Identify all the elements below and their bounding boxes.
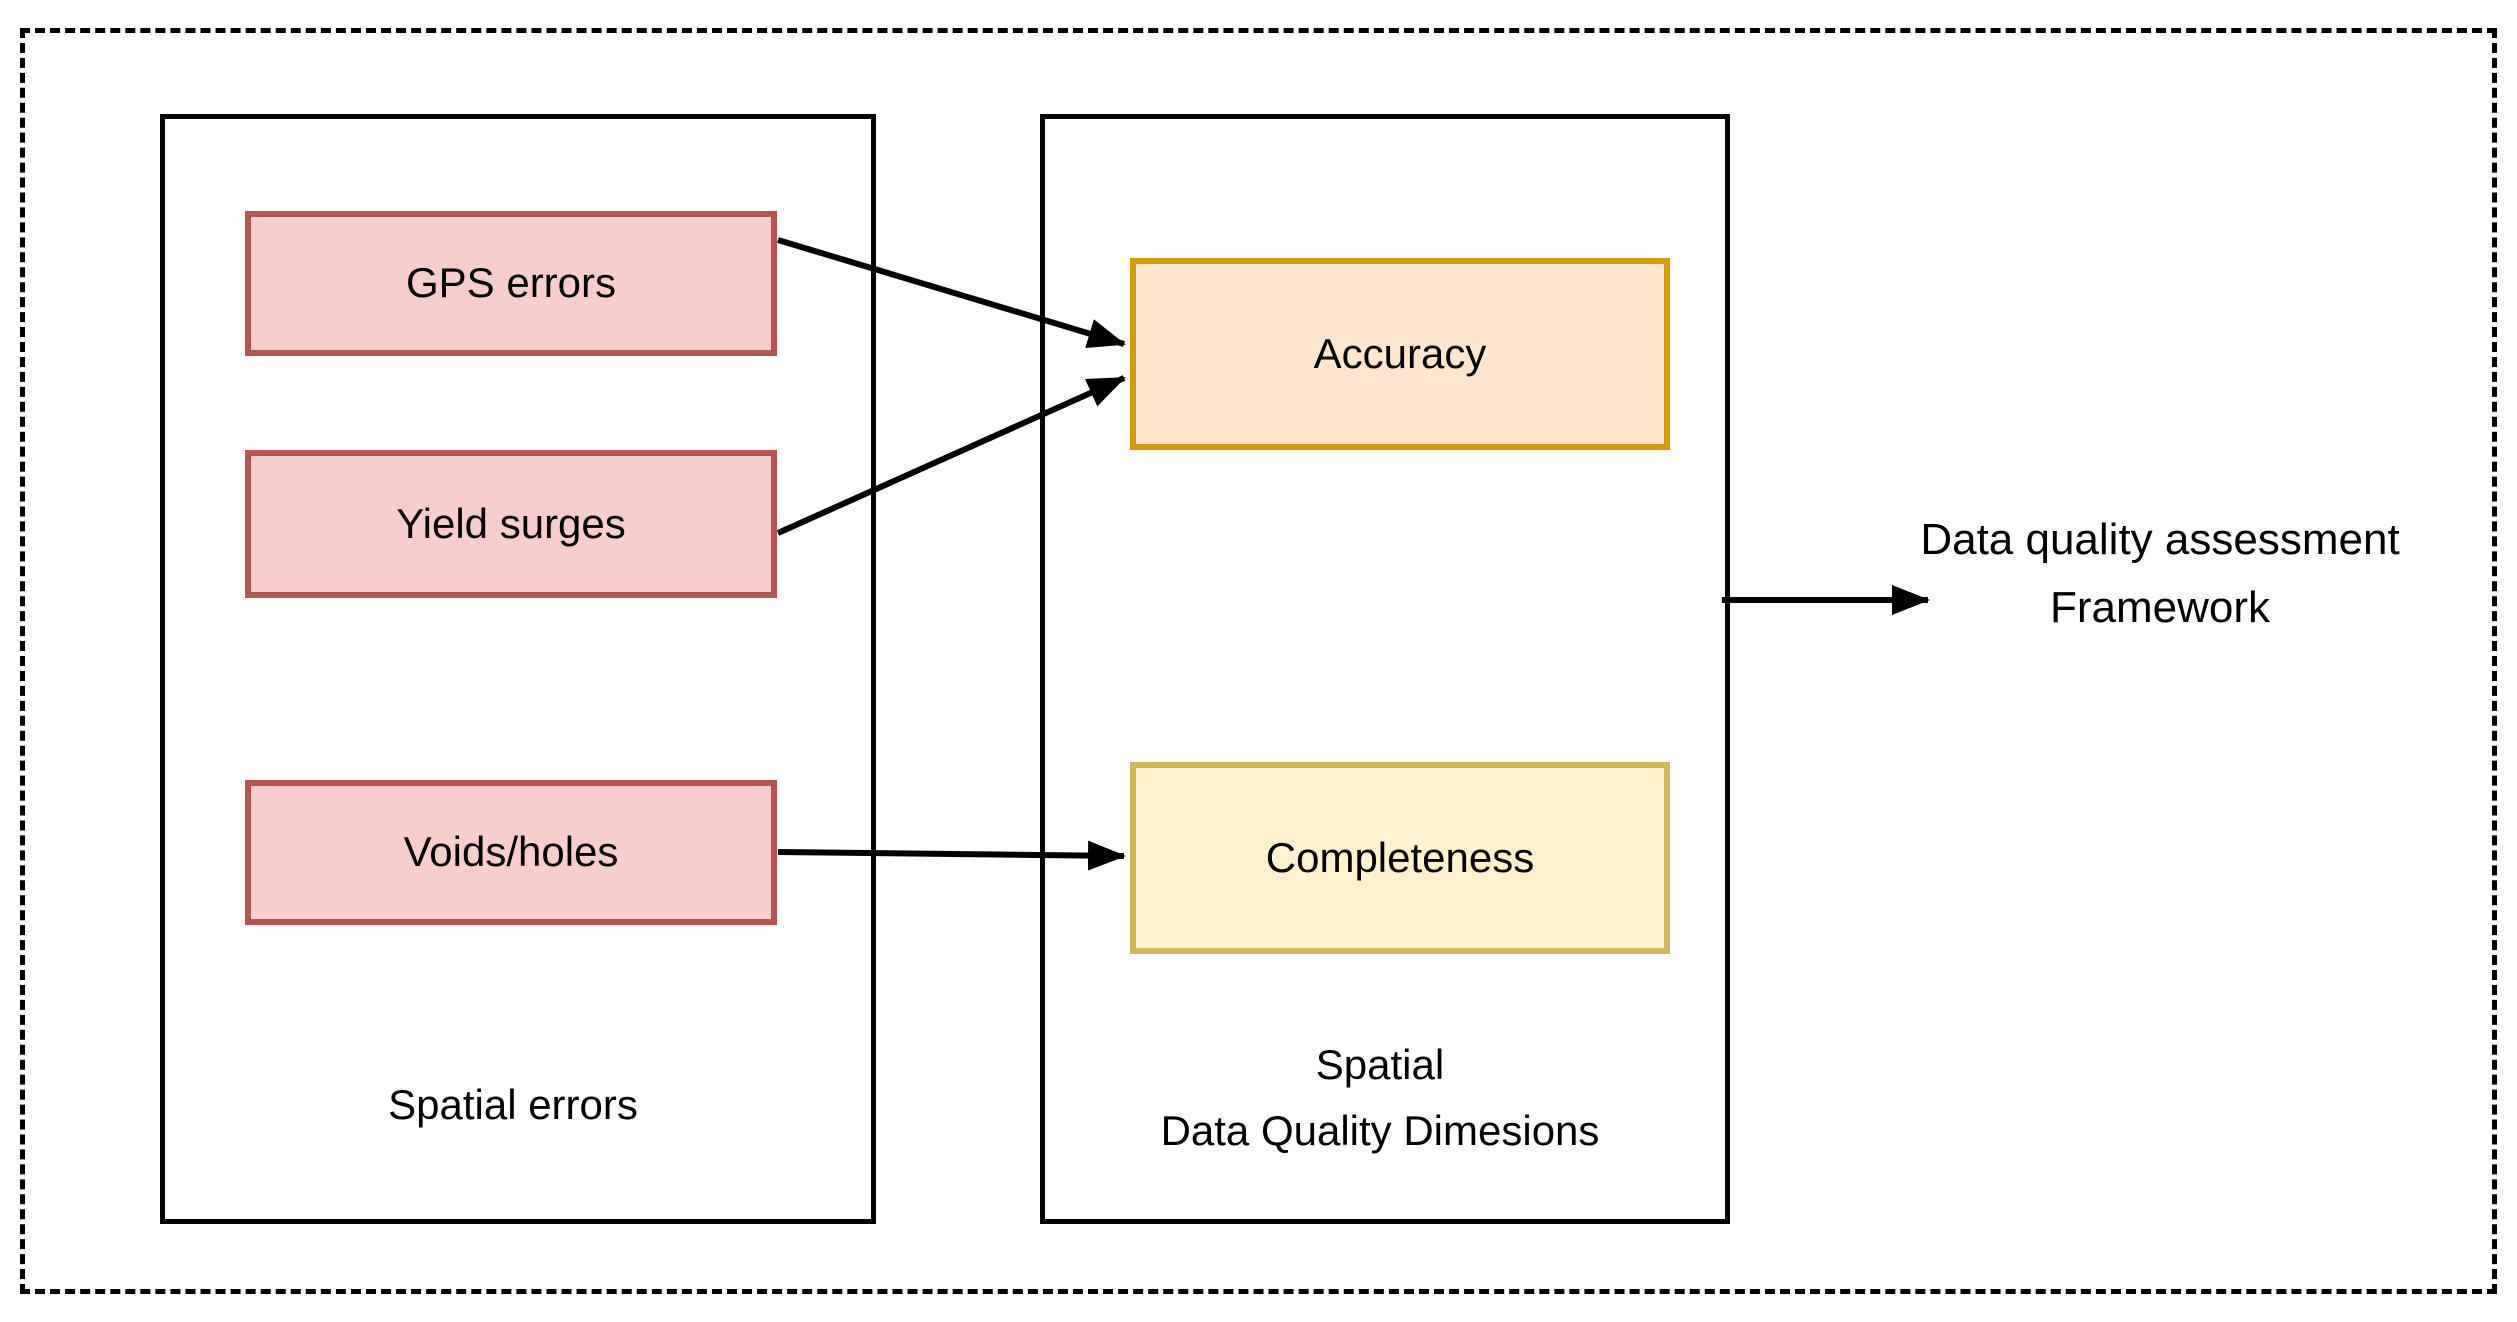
group-data-quality-dimensions-label: Spatial Data Quality Dimesions bbox=[1040, 1032, 1720, 1164]
node-completeness: Completeness bbox=[1130, 762, 1670, 954]
node-voids-holes: Voids/holes bbox=[245, 780, 777, 925]
node-accuracy-label: Accuracy bbox=[1313, 329, 1487, 377]
diagram-outer-frame bbox=[20, 28, 2497, 1294]
output-framework-label-line1: Data quality assessment bbox=[1920, 515, 2400, 564]
node-completeness-label: Completeness bbox=[1265, 833, 1535, 881]
group-dimensions-label-line2: Data Quality Dimesions bbox=[1160, 1107, 1600, 1154]
node-accuracy: Accuracy bbox=[1130, 258, 1670, 450]
output-framework-label-line2: Framework bbox=[2049, 583, 2271, 632]
output-framework-label: Data quality assessment Framework bbox=[1820, 506, 2500, 642]
group-spatial-errors-label: Spatial errors bbox=[388, 1081, 638, 1128]
group-dimensions-label-line1: Spatial bbox=[1315, 1041, 1445, 1088]
node-gps-errors: GPS errors bbox=[245, 211, 777, 356]
node-yield-surges: Yield surges bbox=[245, 450, 777, 598]
node-gps-errors-label: GPS errors bbox=[405, 259, 617, 307]
node-yield-surges-label: Yield surges bbox=[396, 499, 626, 547]
node-voids-holes-label: Voids/holes bbox=[403, 828, 619, 876]
